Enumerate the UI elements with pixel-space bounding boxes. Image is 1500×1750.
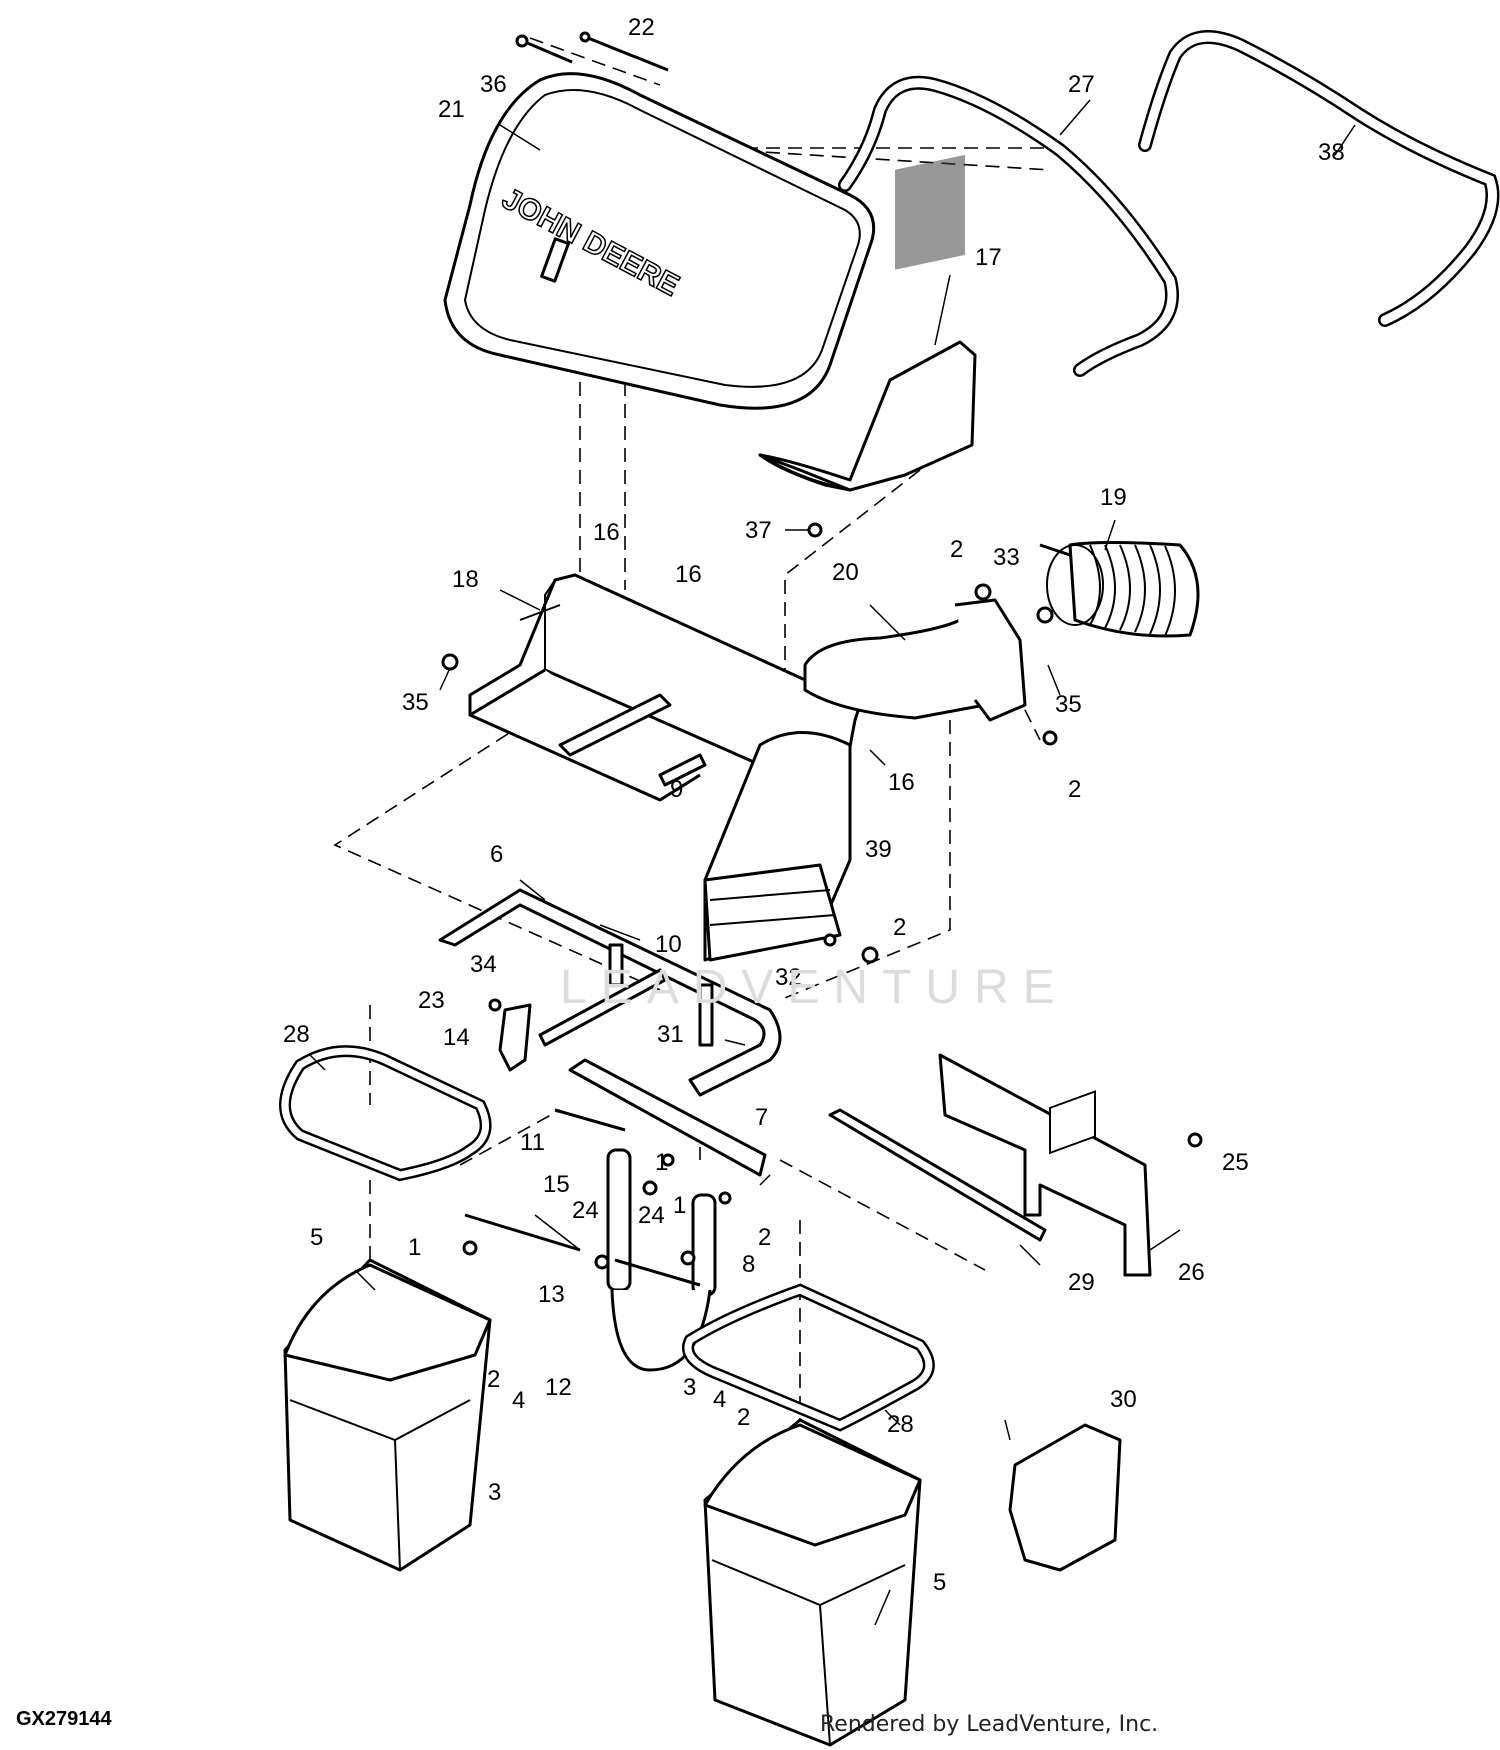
callout-18: 18: [452, 566, 479, 593]
callout-36: 36: [480, 71, 507, 98]
callout-37: 37: [745, 517, 772, 544]
callout-6: 6: [490, 841, 503, 868]
part-5-bag-left: [283, 1258, 492, 1572]
callout-12: 12: [545, 1374, 572, 1401]
callout-16b: 16: [675, 561, 702, 588]
callout-27: 27: [1068, 71, 1095, 98]
callout-39: 39: [865, 836, 892, 863]
callout-15: 15: [543, 1171, 570, 1198]
callout-28b: 28: [887, 1411, 914, 1438]
callout-11: 11: [520, 1129, 545, 1156]
callout-13: 13: [538, 1281, 565, 1308]
part-26-panel: [938, 1053, 1152, 1277]
callout-30: 30: [1110, 1386, 1137, 1413]
part-17-screen: [758, 154, 977, 492]
callout-33: 33: [993, 544, 1020, 571]
callout-31: 31: [657, 1021, 684, 1048]
callout-29: 29: [1068, 1269, 1095, 1296]
figure-id: GX279144: [16, 1708, 112, 1730]
callout-5a: 5: [310, 1224, 323, 1251]
callout-23: 23: [418, 987, 445, 1014]
callout-1b: 1: [673, 1192, 686, 1219]
callout-35b: 35: [1055, 691, 1082, 718]
part-22-pin: [579, 31, 669, 72]
callout-2b: 2: [1068, 776, 1081, 803]
part-15-rod: [464, 1213, 581, 1252]
callout-21: 21: [438, 96, 465, 123]
callout-8: 8: [742, 1251, 755, 1278]
hardware: [441, 543, 1203, 1270]
render-credit: Rendered by LeadVenture, Inc.: [820, 1712, 1159, 1737]
callout-38: 38: [1318, 139, 1345, 166]
callout-4a: 4: [512, 1387, 525, 1414]
callout-25: 25: [1222, 1149, 1249, 1176]
part-21-hopper-cover: JOHN DEERE: [443, 72, 876, 410]
callout-16a: 16: [593, 519, 620, 546]
part-5-bag-right: [703, 1418, 922, 1747]
part-27-handle: [838, 75, 1179, 377]
callout-7: 7: [755, 1104, 768, 1131]
callout-22: 22: [628, 14, 655, 41]
callout-20: 20: [832, 559, 859, 586]
callout-1a: 1: [655, 1149, 668, 1176]
part-19-hose: [1046, 541, 1200, 638]
callout-24a: 24: [572, 1197, 599, 1224]
callout-2a: 2: [950, 536, 963, 563]
callout-34: 34: [470, 951, 497, 978]
callout-17: 17: [975, 244, 1002, 271]
deflector-assembly: [703, 731, 852, 962]
callout-32: 32: [775, 964, 802, 991]
callout-16c: 16: [888, 769, 915, 796]
part-36-bolt: [515, 34, 573, 64]
callout-1c: 1: [408, 1234, 421, 1261]
part-6-frame: [438, 888, 782, 1097]
callout-2d: 2: [758, 1224, 771, 1251]
part-38-handle: [1138, 30, 1500, 327]
callout-26: 26: [1178, 1259, 1205, 1286]
callout-3a: 3: [488, 1479, 501, 1506]
watermark-text: LEADVENTURE: [560, 961, 1069, 1014]
part-20-chute: [803, 598, 1027, 722]
callout-2e: 2: [487, 1366, 500, 1393]
callout-24b: 24: [638, 1202, 665, 1229]
callout-35a: 35: [402, 689, 429, 716]
part-29-strip: [828, 1108, 1047, 1242]
callouts: 22 36 21 27 38 17 37 19 16 16 18 35 20 2…: [283, 14, 1345, 1596]
callout-3b: 3: [683, 1374, 696, 1401]
callout-10: 10: [655, 931, 682, 958]
callout-5b: 5: [933, 1569, 946, 1596]
part-30-decal: [1008, 1090, 1122, 1572]
callout-19: 19: [1100, 484, 1127, 511]
callout-2f: 2: [737, 1404, 750, 1431]
callout-9: 9: [670, 776, 683, 803]
callout-28a: 28: [283, 1021, 310, 1048]
callout-14: 14: [443, 1024, 470, 1051]
callout-2c: 2: [893, 914, 906, 941]
part-28-frame-right: [682, 1283, 935, 1432]
callout-4b: 4: [713, 1386, 726, 1413]
part-28-frame-left: [279, 1045, 492, 1182]
part-14-bracket: [498, 1003, 532, 1072]
leader-lines: [309, 99, 1356, 1626]
part-7-bar: [568, 1058, 767, 1177]
part-37-nut: [807, 522, 823, 538]
